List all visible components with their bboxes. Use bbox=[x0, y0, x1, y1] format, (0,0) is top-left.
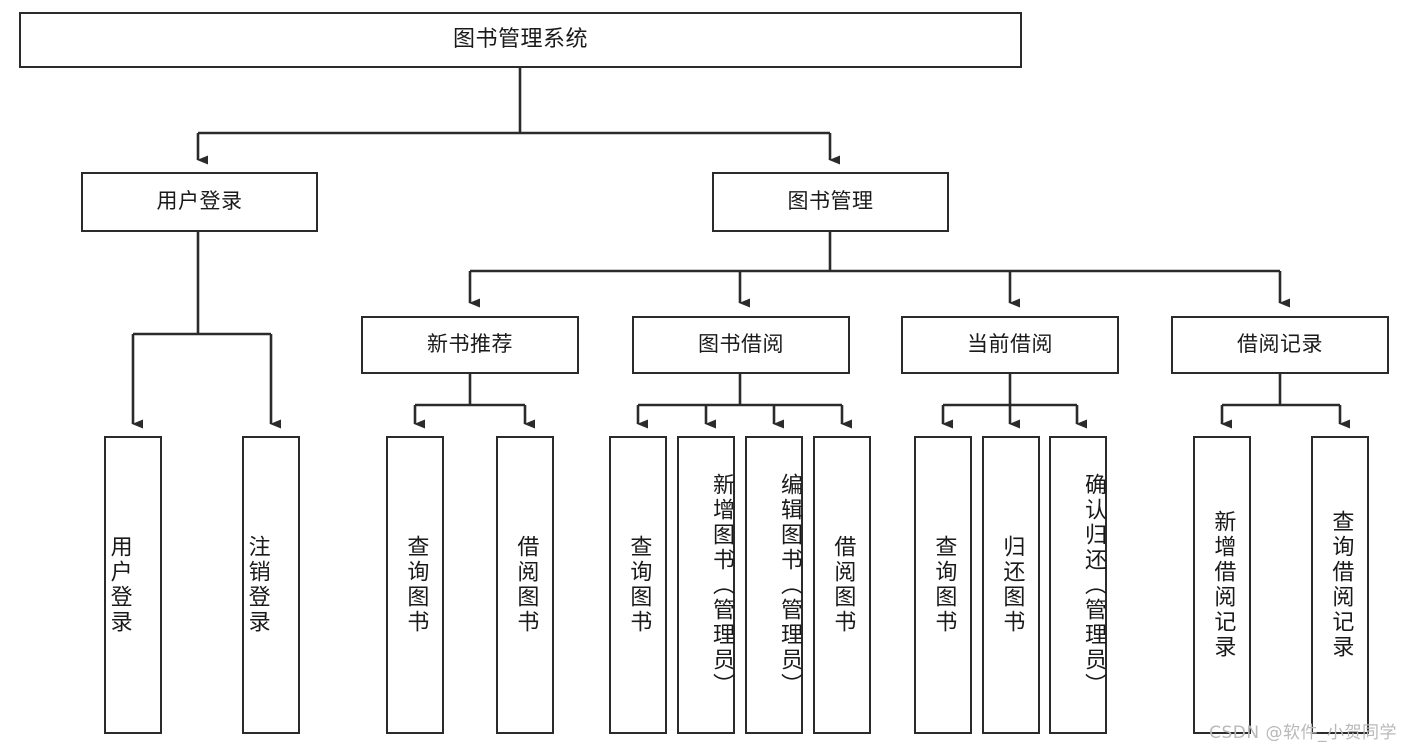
node-root-system[interactable]: 图书管理系统 bbox=[19, 12, 1022, 68]
node-label: 借阅图书 bbox=[830, 535, 856, 635]
node-label: 注销登录 bbox=[244, 535, 270, 635]
node-label: 图书管理 bbox=[787, 189, 874, 214]
node-book-borrow[interactable]: 图书借阅 bbox=[632, 316, 850, 374]
leaf-current-borrow-return[interactable]: 归还图书 bbox=[982, 436, 1040, 734]
leaf-book-borrow-add[interactable]: 新增图书（管理员） bbox=[677, 436, 735, 734]
node-label: 借阅记录 bbox=[1237, 332, 1323, 357]
leaf-new-book-query[interactable]: 查询图书 bbox=[386, 436, 444, 734]
node-borrow-record[interactable]: 借阅记录 bbox=[1171, 316, 1389, 374]
leaf-borrow-record-query[interactable]: 查询借阅记录 bbox=[1311, 436, 1369, 734]
node-label: 图书借阅 bbox=[698, 332, 784, 357]
leaf-book-borrow-edit[interactable]: 编辑图书（管理员） bbox=[745, 436, 803, 734]
node-user-login[interactable]: 用户登录 bbox=[81, 172, 318, 232]
node-label: 图书管理系统 bbox=[452, 26, 588, 52]
node-current-borrow[interactable]: 当前借阅 bbox=[901, 316, 1119, 374]
node-label: 确认归还（管理员） bbox=[1081, 472, 1106, 698]
leaf-new-book-borrow[interactable]: 借阅图书 bbox=[496, 436, 554, 734]
leaf-user-login-signin[interactable]: 用户登录 bbox=[104, 436, 162, 734]
node-label: 归还图书 bbox=[999, 535, 1025, 635]
node-new-book-recommend[interactable]: 新书推荐 bbox=[361, 316, 579, 374]
node-label: 查询图书 bbox=[626, 535, 652, 635]
node-book-management[interactable]: 图书管理 bbox=[712, 172, 949, 232]
node-label: 当前借阅 bbox=[967, 332, 1053, 357]
node-label: 查询图书 bbox=[931, 535, 957, 635]
watermark-credit: CSDN @软件_小贺同学 bbox=[1209, 723, 1397, 743]
leaf-book-borrow-borrow[interactable]: 借阅图书 bbox=[813, 436, 871, 734]
node-label: 查询图书 bbox=[403, 535, 429, 635]
node-label: 查询借阅记录 bbox=[1328, 510, 1354, 660]
node-label: 新书推荐 bbox=[427, 332, 513, 357]
leaf-book-borrow-query[interactable]: 查询图书 bbox=[609, 436, 667, 734]
node-label: 用户登录 bbox=[156, 189, 243, 214]
leaf-current-borrow-query[interactable]: 查询图书 bbox=[914, 436, 972, 734]
leaf-user-login-signout[interactable]: 注销登录 bbox=[242, 436, 300, 734]
node-label: 用户登录 bbox=[106, 535, 132, 635]
leaf-borrow-record-add[interactable]: 新增借阅记录 bbox=[1193, 436, 1251, 734]
node-label: 新增借阅记录 bbox=[1210, 510, 1236, 660]
node-label: 新增图书（管理员） bbox=[709, 472, 734, 698]
node-label: 借阅图书 bbox=[513, 535, 539, 635]
node-label: 编辑图书（管理员） bbox=[777, 472, 802, 698]
leaf-current-borrow-confirm-return[interactable]: 确认归还（管理员） bbox=[1049, 436, 1107, 734]
